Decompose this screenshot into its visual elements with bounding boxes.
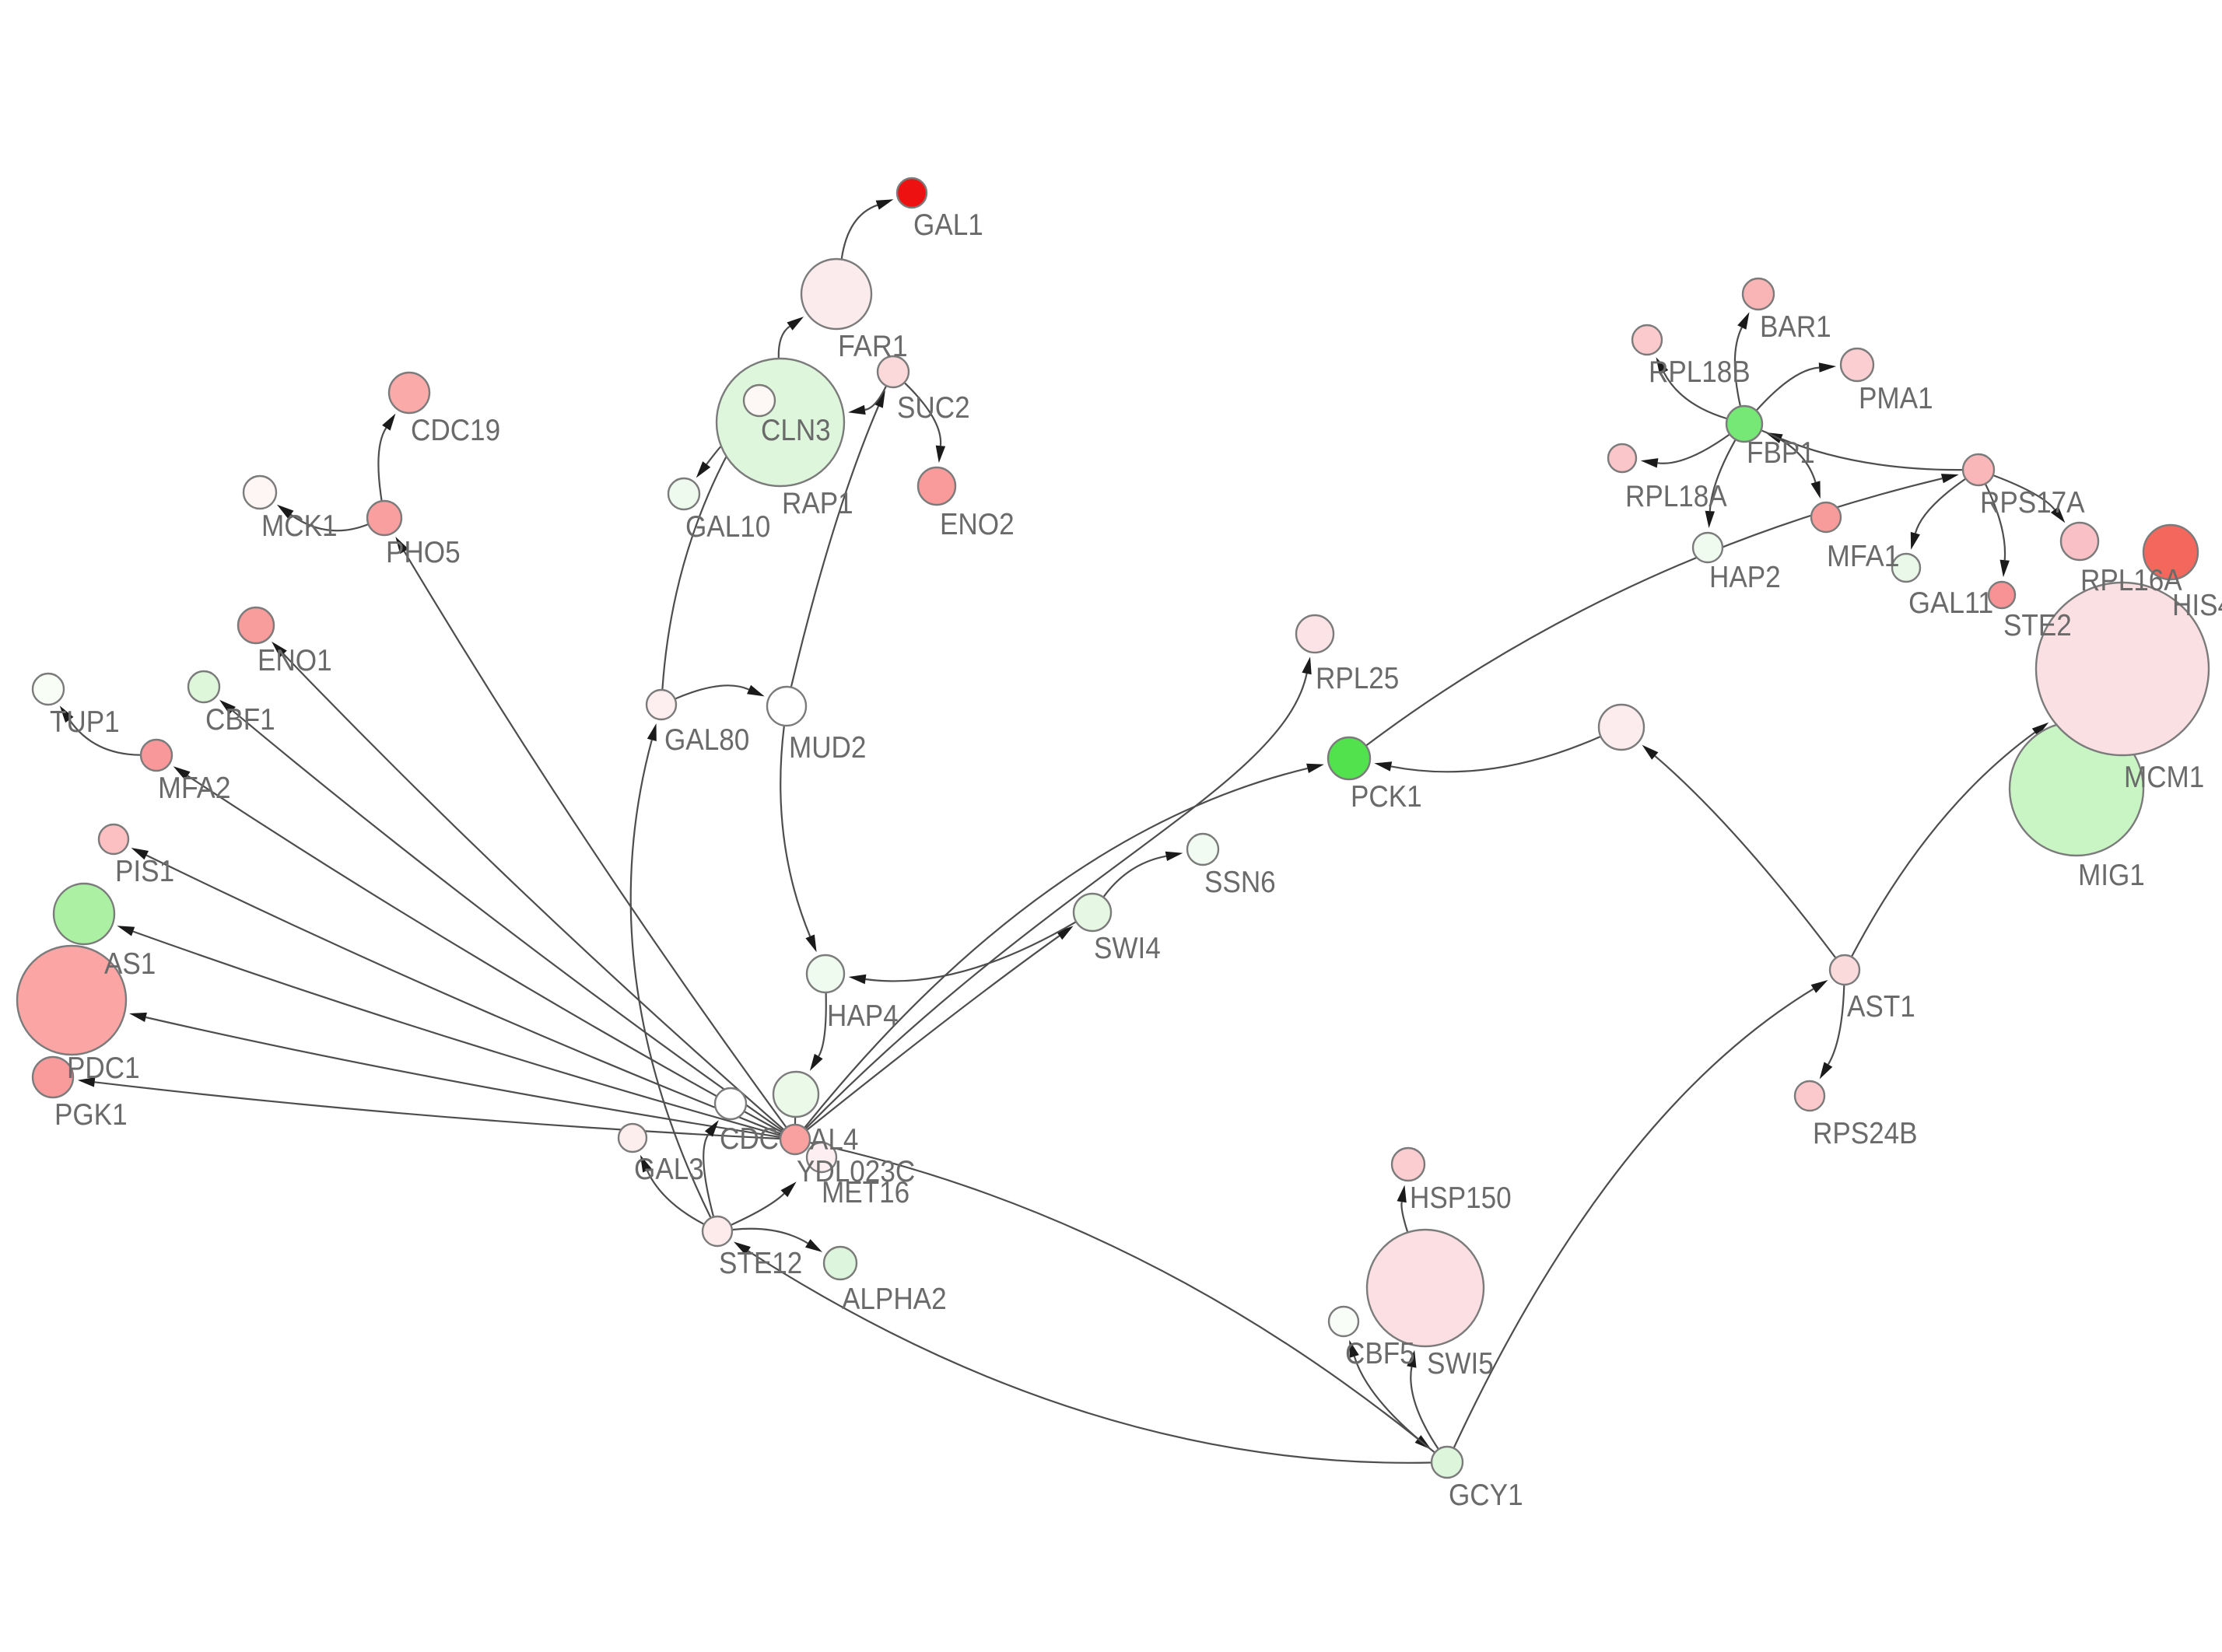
svg-text:GCY1: GCY1 xyxy=(1449,1479,1523,1512)
svg-text:HSP150: HSP150 xyxy=(1410,1181,1512,1215)
svg-text:RPL16A: RPL16A xyxy=(2080,564,2182,597)
svg-text:CLN3: CLN3 xyxy=(761,414,831,447)
svg-text:HAP4: HAP4 xyxy=(827,999,899,1033)
svg-text:CBF5: CBF5 xyxy=(1345,1337,1415,1370)
svg-text:CDC: CDC xyxy=(720,1122,779,1156)
svg-text:TUP1: TUP1 xyxy=(50,705,120,739)
svg-text:RPL18A: RPL18A xyxy=(1625,480,1727,513)
svg-text:GAL80: GAL80 xyxy=(664,723,749,757)
svg-text:SWI4: SWI4 xyxy=(1094,932,1161,965)
svg-text:PDC1: PDC1 xyxy=(67,1052,140,1085)
svg-text:FAR1: FAR1 xyxy=(838,330,908,363)
svg-text:RPL25: RPL25 xyxy=(1316,662,1399,695)
svg-text:AST1: AST1 xyxy=(1847,990,1915,1024)
svg-text:ENO1: ENO1 xyxy=(258,644,332,677)
svg-text:HAP2: HAP2 xyxy=(1709,561,1781,594)
svg-text:RAP1: RAP1 xyxy=(782,487,853,520)
svg-text:YDL023C: YDL023C xyxy=(797,1155,915,1188)
svg-text:GAL1: GAL1 xyxy=(913,208,983,242)
svg-text:AS1: AS1 xyxy=(104,947,156,981)
svg-text:MFA1: MFA1 xyxy=(1827,540,1900,573)
svg-text:ENO2: ENO2 xyxy=(940,508,1015,541)
svg-text:GAL10: GAL10 xyxy=(685,510,770,544)
svg-text:SWI5: SWI5 xyxy=(1427,1347,1494,1381)
svg-text:FBP1: FBP1 xyxy=(1747,436,1815,470)
svg-text:PGK1: PGK1 xyxy=(54,1098,128,1132)
svg-text:STE2: STE2 xyxy=(2003,609,2072,642)
svg-text:MIG1: MIG1 xyxy=(2078,859,2145,892)
svg-text:PHO5: PHO5 xyxy=(386,536,461,569)
svg-text:RPS24B: RPS24B xyxy=(1813,1117,1918,1150)
svg-text:SSN6: SSN6 xyxy=(1204,866,1276,899)
svg-text:BAR1: BAR1 xyxy=(1760,310,1831,344)
svg-text:PMA1: PMA1 xyxy=(1859,382,1933,415)
svg-text:ALPHA2: ALPHA2 xyxy=(842,1283,947,1316)
svg-text:SUC2: SUC2 xyxy=(897,391,970,425)
svg-text:GAL3: GAL3 xyxy=(634,1153,704,1186)
svg-text:GAL11: GAL11 xyxy=(1908,586,1993,620)
svg-text:MCM1: MCM1 xyxy=(2124,761,2204,794)
svg-text:MFA2: MFA2 xyxy=(158,772,231,805)
svg-text:AL4: AL4 xyxy=(810,1123,858,1157)
svg-text:HIS4: HIS4 xyxy=(2172,589,2222,622)
svg-text:PCK1: PCK1 xyxy=(1351,780,1422,814)
svg-text:RPS17A: RPS17A xyxy=(1980,486,2085,520)
svg-text:RPL18B: RPL18B xyxy=(1649,355,1751,389)
svg-text:MET16: MET16 xyxy=(822,1176,909,1209)
svg-text:CBF1: CBF1 xyxy=(205,703,275,737)
svg-text:PIS1: PIS1 xyxy=(115,855,174,888)
svg-text:STE12: STE12 xyxy=(719,1247,802,1280)
svg-text:MCK1: MCK1 xyxy=(261,509,338,543)
svg-text:CDC19: CDC19 xyxy=(411,414,500,447)
svg-text:MUD2: MUD2 xyxy=(789,731,866,765)
